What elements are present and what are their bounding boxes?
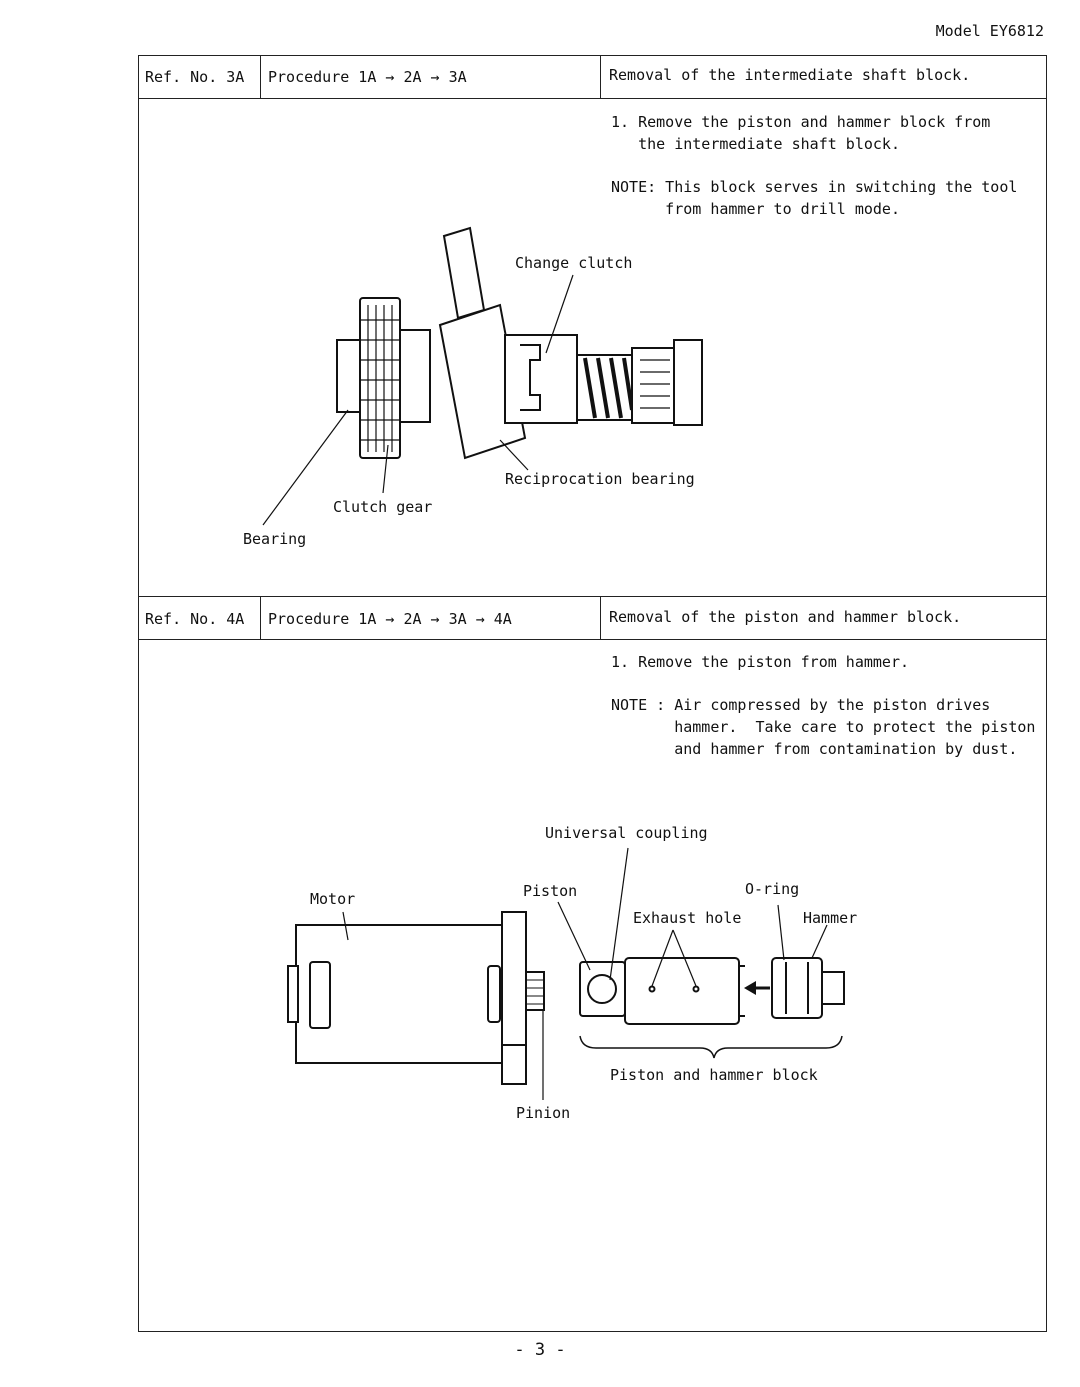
section-4a-header: Ref. No. 4A Procedure 1A → 2A → 3A → 4A … bbox=[139, 596, 1046, 640]
procedure-table: Ref. No. 3A Procedure 1A → 2A → 3A Remov… bbox=[138, 55, 1047, 1332]
label-o-ring: O-ring bbox=[745, 880, 800, 898]
label-universal-coupling: Universal coupling bbox=[545, 824, 708, 842]
section-title-4a: Removal of the piston and hammer block. bbox=[609, 608, 962, 626]
procedure-3a: Procedure 1A → 2A → 3A bbox=[261, 55, 601, 98]
step-4a: 1. Remove the piston from hammer. bbox=[611, 653, 910, 671]
label-clutch-gear: Clutch gear bbox=[333, 498, 433, 516]
label-bearing: Bearing bbox=[243, 530, 307, 548]
model-number: Model EY6812 bbox=[935, 22, 1044, 40]
label-pinion: Pinion bbox=[516, 1104, 571, 1122]
ref-number-4a: Ref. No. 4A bbox=[139, 597, 261, 639]
label-piston: Piston bbox=[523, 882, 578, 900]
label-piston-hammer-block: Piston and hammer block bbox=[610, 1066, 818, 1084]
page-number: - 3 - bbox=[514, 1340, 566, 1360]
procedure-4a: Procedure 1A → 2A → 3A → 4A bbox=[261, 597, 601, 639]
section-3a-header: Ref. No. 3A Procedure 1A → 2A → 3A Remov… bbox=[139, 55, 1046, 99]
label-motor: Motor bbox=[310, 890, 356, 908]
section-title-3a: Removal of the intermediate shaft block. bbox=[609, 66, 971, 84]
note-4a: NOTE : Air compressed by the piston driv… bbox=[611, 696, 1036, 758]
step-3a: 1. Remove the piston and hammer block fr… bbox=[611, 113, 991, 153]
note-3a: NOTE: This block serves in switching the… bbox=[611, 178, 1018, 218]
ref-number-3a: Ref. No. 3A bbox=[139, 55, 261, 98]
label-exhaust-hole: Exhaust hole bbox=[633, 909, 742, 927]
label-change-clutch: Change clutch bbox=[515, 254, 633, 272]
label-reciprocation-bearing: Reciprocation bearing bbox=[505, 470, 695, 488]
label-hammer: Hammer bbox=[803, 909, 858, 927]
